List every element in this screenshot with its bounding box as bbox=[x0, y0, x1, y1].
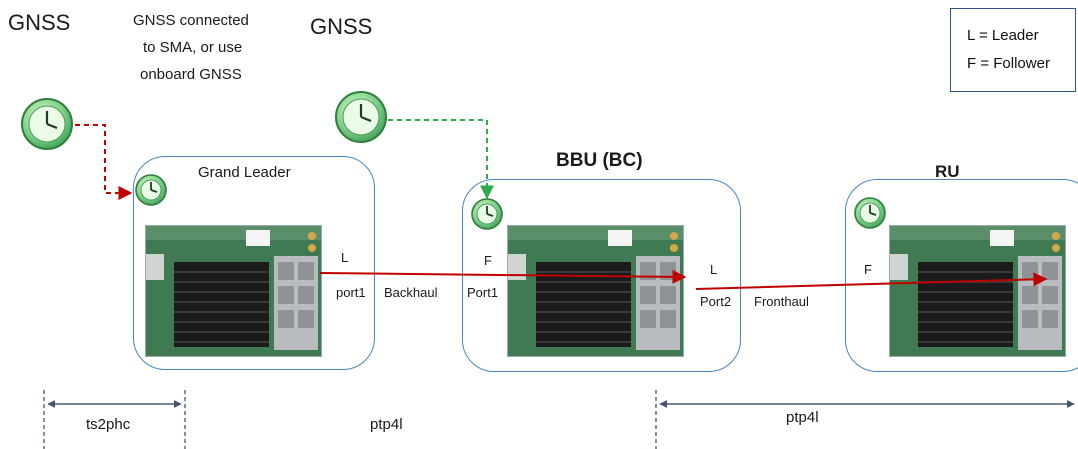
grand-leader-port-label: port1 bbox=[336, 285, 366, 300]
gnss-center-clock-icon bbox=[335, 91, 387, 143]
backhaul-label: Backhaul bbox=[384, 285, 438, 300]
ru-clock-icon bbox=[854, 197, 886, 229]
ptp4l-middle-label: ptp4l bbox=[370, 416, 403, 433]
gnss-note-line-2: to SMA, or use bbox=[143, 39, 243, 56]
bbu-clock-icon bbox=[471, 198, 503, 230]
bbu-port1-label: Port1 bbox=[467, 285, 499, 300]
bbu-title: BBU (BC) bbox=[556, 150, 643, 171]
ptp4l-right-label: ptp4l bbox=[786, 409, 819, 426]
grand-leader-clock-icon bbox=[135, 174, 167, 206]
legend-leader: L = Leader bbox=[967, 27, 1039, 44]
gnss-center-label: GNSS bbox=[310, 14, 373, 39]
grand-leader-role-label: L bbox=[341, 250, 349, 265]
legend-follower: F = Follower bbox=[967, 55, 1050, 72]
grand-leader-nic-image bbox=[146, 226, 321, 356]
bbu-leader-role-label: L bbox=[710, 262, 718, 277]
legend-box: L = Leader F = Follower bbox=[950, 8, 1076, 92]
bbu-follower-role-label: F bbox=[484, 253, 492, 268]
gnss-center-connector bbox=[388, 119, 494, 200]
fronthaul-label: Fronthaul bbox=[754, 294, 809, 309]
bbu-nic-image bbox=[508, 226, 683, 356]
gnss-note-line-3: onboard GNSS bbox=[140, 66, 242, 83]
ts2phc-label: ts2phc bbox=[86, 416, 131, 433]
gnss-left-clock-icon bbox=[21, 98, 73, 150]
backhaul-arrow bbox=[319, 269, 687, 284]
ru-title: RU bbox=[935, 162, 960, 181]
fronthaul-arrow bbox=[695, 272, 1048, 290]
bbu-port2-label: Port2 bbox=[700, 294, 732, 309]
gnss-note-line-1: GNSS connected bbox=[133, 12, 249, 29]
ru-role-label: F bbox=[864, 262, 872, 277]
grand-leader-title: Grand Leader bbox=[198, 164, 291, 181]
gnss-left-label: GNSS bbox=[8, 10, 71, 35]
gnss-left-connector bbox=[75, 124, 133, 200]
